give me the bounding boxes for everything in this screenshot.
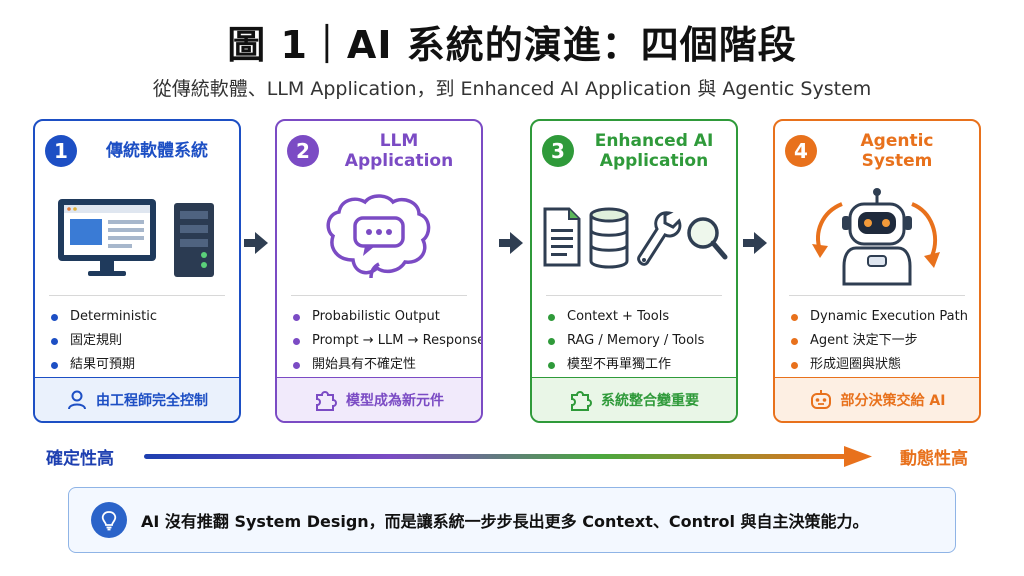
server-icon [174, 203, 214, 277]
bullet-item: 開始具有不確定性 [293, 353, 471, 377]
stage-bullet-list: Context + Tools RAG / Memory / Tools 模型不… [548, 305, 726, 377]
summary-note-text: AI 沒有推翻 System Design，而是讓系統一步步長出更多 Conte… [141, 512, 869, 531]
bullet-item: 固定規則 [51, 329, 229, 353]
stage-illustration [277, 183, 481, 293]
stage-illustration [35, 183, 239, 293]
cycle-arrows-icon [812, 202, 940, 268]
stage-bullet-list: Deterministic 固定規則 結果可預期 [51, 305, 229, 377]
puzzle-icon [316, 390, 337, 411]
bullet-item: Deterministic [51, 305, 229, 329]
gradient-arrow [144, 446, 872, 467]
stage-bullet-list: Dynamic Execution Path Agent 決定下一步 形成迴圈與… [791, 305, 969, 377]
stage-title: LLM Application [344, 131, 454, 171]
stage-title: Agentic System [860, 131, 934, 171]
stage-bullet-list: Probabilistic Output Prompt → LLM → Resp… [293, 305, 481, 377]
brain-chat-icon [326, 194, 431, 279]
stage-illustration [532, 183, 736, 293]
stage-footer: 系統整合變重要 [532, 377, 736, 421]
stage-header: 4 Agentic System [775, 121, 979, 181]
stage-card-3: 3 Enhanced AI Application [530, 119, 738, 423]
stage-footer: 模型成為新元件 [277, 377, 481, 421]
bullet-item: Dynamic Execution Path [791, 305, 969, 329]
lightbulb-icon [91, 502, 127, 538]
page-subtitle: 從傳統軟體、LLM Application，到 Enhanced AI Appl… [152, 78, 872, 100]
arrow-right-icon [244, 232, 268, 254]
document-icon [543, 207, 581, 267]
monitor-icon [58, 199, 156, 276]
bullet-item: Probabilistic Output [293, 305, 471, 329]
stage-header: 1 傳統軟體系統 [35, 121, 239, 181]
stage-card-4: 4 Agentic System Dynam [773, 119, 981, 423]
robot-face-icon [810, 389, 831, 409]
robot-icon [842, 188, 912, 286]
stage-number-badge: 1 [45, 135, 77, 167]
stage-number-badge: 4 [785, 135, 817, 167]
stage-divider [49, 295, 225, 296]
bullet-item: 結果可預期 [51, 353, 229, 377]
stage-header: 3 Enhanced AI Application [532, 121, 736, 181]
arrow-right-icon [743, 232, 767, 254]
arrow-right-icon [499, 232, 523, 254]
stage-footer: 由工程師完全控制 [35, 377, 239, 421]
stage-footer-text: 系統整合變重要 [601, 392, 699, 409]
puzzle-icon [571, 390, 592, 411]
axis-right-label: 動態性高 [900, 449, 968, 469]
stage-card-1: 1 傳統軟體系統 [33, 119, 241, 423]
stage-card-2: 2 LLM Application Probabilistic Output P… [275, 119, 483, 423]
bullet-item: 模型不再單獨工作 [548, 353, 726, 377]
stage-divider [291, 295, 467, 296]
bullet-item: Agent 決定下一步 [791, 329, 969, 353]
stage-footer-text: 由工程師完全控制 [96, 392, 208, 409]
bullet-item: Prompt → LLM → Response [293, 329, 481, 353]
stage-footer-text: 部分決策交給 AI [840, 392, 946, 409]
stage-divider [546, 295, 722, 296]
stage-illustration [775, 183, 979, 293]
stage-footer: 部分決策交給 AI [775, 377, 979, 421]
stage-number-badge: 3 [542, 135, 574, 167]
stage-title: 傳統軟體系統 [106, 141, 208, 161]
stage-divider [789, 295, 965, 296]
page-title: 圖 1｜AI 系統的演進：四個階段 [227, 23, 797, 67]
database-icon [589, 207, 629, 269]
bullet-item: Context + Tools [548, 305, 726, 329]
axis-left-label: 確定性高 [46, 449, 114, 469]
stage-header: 2 LLM Application [277, 121, 481, 181]
bullet-item: RAG / Memory / Tools [548, 329, 726, 353]
stage-title: Enhanced AI Application [594, 131, 714, 171]
person-icon [68, 390, 86, 409]
wrench-icon [637, 211, 682, 266]
magnifier-icon [687, 217, 728, 260]
bullet-item: 形成迴圈與狀態 [791, 353, 969, 377]
stage-number-badge: 2 [287, 135, 319, 167]
summary-note: AI 沒有推翻 System Design，而是讓系統一步步長出更多 Conte… [68, 487, 956, 553]
stage-footer-text: 模型成為新元件 [346, 392, 444, 409]
